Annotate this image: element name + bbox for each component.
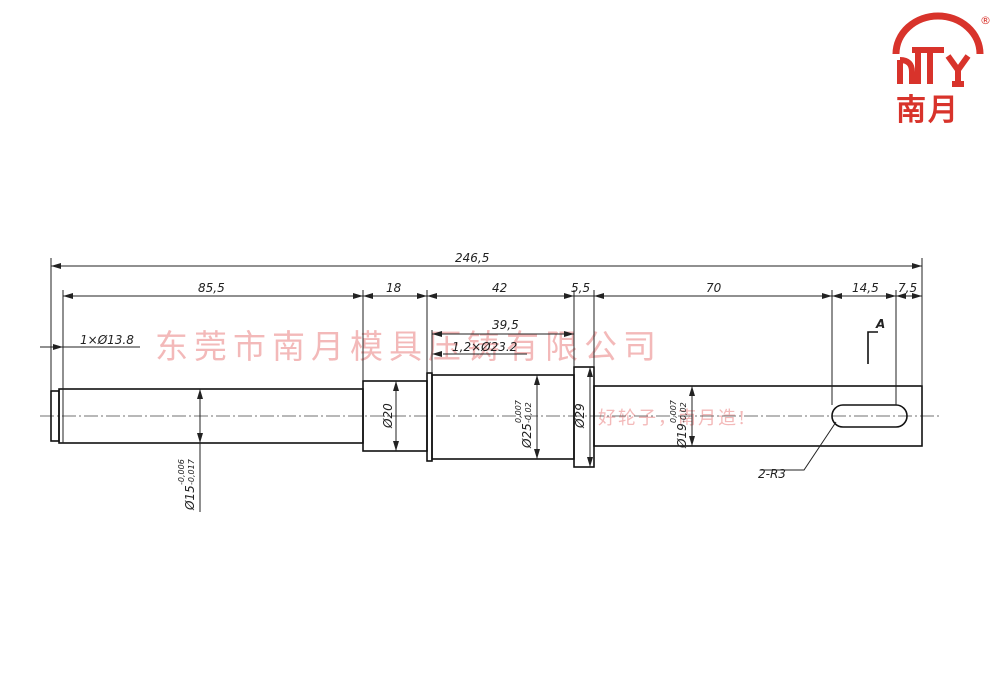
dim-sub-39: 39,5	[492, 318, 519, 332]
dim-d29: Ø29	[573, 403, 587, 429]
svg-text:0,007: 0,007	[514, 399, 523, 423]
dim-chamfer-left: 1×Ø13.8	[80, 333, 134, 347]
dim-seg-7: 7,5	[898, 281, 917, 295]
registered-mark: ®	[980, 14, 991, 27]
dim-seg-4: 5,5	[571, 281, 590, 295]
dim-seg-6: 14,5	[852, 281, 879, 295]
dim-d20: Ø20	[381, 403, 395, 429]
dimension-lines	[40, 263, 922, 512]
svg-text:-0,006: -0,006	[177, 459, 186, 485]
dim-d15: Ø15 -0,006 -0,017	[177, 458, 197, 511]
section-label: A	[875, 317, 885, 331]
dim-seg-2: 18	[386, 281, 402, 295]
dim-overall: 246,5	[455, 251, 489, 265]
svg-text:-0,02: -0,02	[679, 402, 688, 423]
shaft-outline	[50, 366, 923, 468]
dim-chamfer-groove: 1,2×Ø23.2	[452, 340, 517, 354]
brand-name: 南月	[896, 93, 960, 128]
brand-logo-icon	[892, 12, 984, 87]
svg-text:Ø20: Ø20	[381, 403, 395, 429]
dim-seg-3: 42	[492, 281, 507, 295]
dim-d25: Ø25 0,007 -0,02	[514, 399, 534, 449]
radius-note: 2-R3	[758, 467, 786, 481]
svg-text:-0,02: -0,02	[524, 402, 533, 423]
svg-text:-0,017: -0,017	[187, 458, 196, 485]
dim-seg-1: 85,5	[198, 281, 225, 295]
svg-text:Ø15: Ø15	[183, 485, 197, 511]
svg-text:0,007: 0,007	[669, 399, 678, 423]
dim-seg-5: 70	[706, 281, 722, 295]
svg-text:Ø19: Ø19	[675, 423, 689, 449]
dim-d19: Ø19 0,007 -0,02	[669, 399, 689, 449]
extension-lines	[50, 258, 923, 405]
watermark-company: 东莞市南月模具压铸有限公司	[155, 327, 662, 366]
watermark-slogan: 好轮子，南月造!	[598, 408, 747, 429]
svg-text:Ø25: Ø25	[520, 423, 534, 449]
svg-text:Ø29: Ø29	[573, 403, 587, 429]
